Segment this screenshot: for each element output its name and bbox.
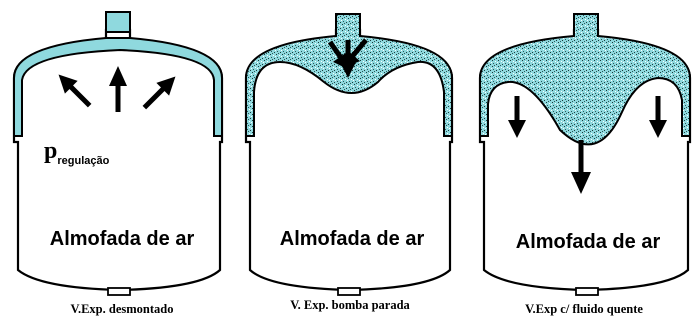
vessel-dismounted: pregulação Almofada de ar V.Exp. desmont… bbox=[12, 11, 224, 316]
downward-arrows bbox=[327, 38, 368, 78]
bottom-fitting bbox=[107, 287, 131, 296]
arrow-up bbox=[109, 66, 127, 112]
arrow-down-left bbox=[508, 96, 526, 138]
pressure-label: pregulação bbox=[44, 138, 110, 167]
vessel-caption: V. Exp. bomba parada bbox=[290, 298, 410, 312]
vessel-caption: V.Exp. desmontado bbox=[71, 302, 174, 316]
air-cushion-label: Almofada de ar bbox=[516, 231, 661, 253]
air-cushion-label: Almofada de ar bbox=[50, 228, 195, 250]
bottom-fitting bbox=[337, 287, 361, 296]
vessel-caption: V.Exp c/ fluido quente bbox=[525, 302, 643, 316]
pressure-subscript: regulação bbox=[57, 155, 109, 167]
arrow-down-center bbox=[571, 140, 591, 194]
pressure-symbol: p bbox=[44, 138, 57, 164]
air-cushion-label: Almofada de ar bbox=[280, 228, 425, 250]
downward-arrows bbox=[508, 96, 667, 194]
bottom-fitting bbox=[575, 287, 599, 296]
arrow-down-right bbox=[342, 38, 368, 68]
fluid-layer bbox=[479, 13, 691, 146]
vessel-pump-stopped: Almofada de ar V. Exp. bomba parada bbox=[244, 13, 454, 312]
vessel-hot-fluid: Almofada de ar V.Exp c/ fluido quente bbox=[478, 13, 692, 316]
arrow-down-right bbox=[649, 96, 667, 138]
fluid-layer bbox=[13, 37, 223, 137]
top-nozzle bbox=[105, 11, 131, 33]
